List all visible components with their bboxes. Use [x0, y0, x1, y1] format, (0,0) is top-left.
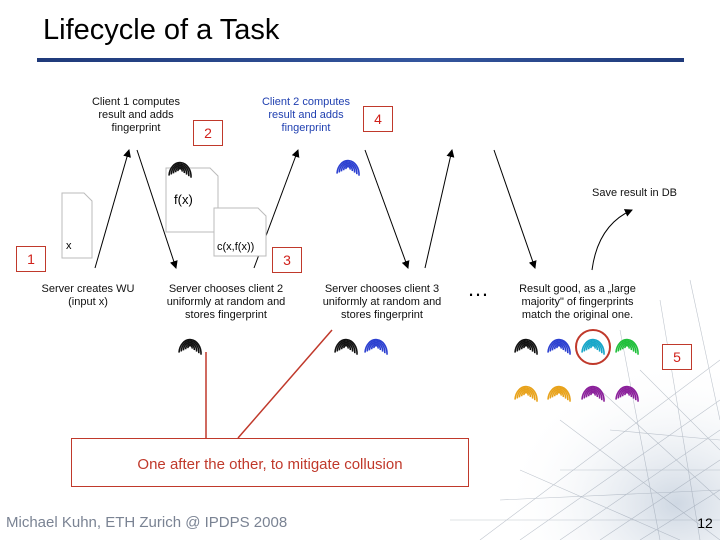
fingerprint-result-7-icon	[581, 385, 605, 402]
fingerprint-server-c3b-icon	[364, 338, 388, 355]
fx-label: f(x)	[174, 192, 193, 207]
callout-line-right	[237, 329, 333, 439]
highlight-circle	[575, 329, 611, 365]
title-underline	[37, 58, 684, 62]
server-client3-label: Server chooses client 3 uniformly at ran…	[322, 283, 442, 321]
document-cfx-icon	[213, 207, 267, 257]
step-2-badge: 2	[193, 120, 223, 146]
fingerprint-result-5-icon	[514, 385, 538, 402]
fingerprint-result-3-icon	[581, 338, 605, 355]
server-creates-label: Server creates WU (input x)	[41, 283, 135, 308]
fingerprint-result-8-icon	[615, 385, 639, 402]
server-client2-label: Server chooses client 2 uniformly at ran…	[166, 283, 286, 321]
ellipsis: …	[467, 276, 490, 301]
arrow-client1-to-server	[136, 149, 178, 269]
client1-label: Client 1 computes result and adds finger…	[91, 96, 181, 134]
result-good-label: Result good, as a „large majority" of fi…	[519, 283, 636, 321]
callout-text: One after the other, to mitigate collusi…	[137, 456, 403, 473]
page-number: 12	[697, 515, 713, 531]
arrow-client2-to-server	[364, 149, 410, 269]
document-fx-icon	[165, 167, 219, 233]
cfx-label: c(x,f(x))	[217, 241, 255, 253]
collusion-callout: One after the other, to mitigate collusi…	[71, 438, 469, 487]
document-x-icon	[61, 192, 93, 259]
page-title: Lifecycle of a Task	[43, 14, 280, 46]
client2-label: Client 2 computes result and adds finger…	[261, 96, 351, 134]
fingerprint-server-c3a-icon	[334, 338, 358, 355]
step-4-badge: 4	[363, 106, 393, 132]
fingerprint-client1-icon	[168, 161, 192, 178]
fingerprint-client2-icon	[336, 159, 360, 176]
fingerprint-result-1-icon	[514, 338, 538, 355]
arrow-save-db	[591, 209, 633, 271]
step-5-badge: 5	[662, 344, 692, 370]
footer-credit: Michael Kuhn, ETH Zurich @ IPDPS 2008	[6, 514, 288, 531]
arrow-server-to-client1	[94, 149, 131, 269]
fingerprint-result-6-icon	[547, 385, 571, 402]
x-label: x	[66, 240, 72, 252]
step-3-badge: 3	[272, 247, 302, 273]
step-1-badge: 1	[16, 246, 46, 272]
arrow-server-to-client3	[424, 149, 455, 269]
fingerprint-result-2-icon	[547, 338, 571, 355]
arrow-client3-to-server	[493, 149, 537, 269]
save-db-label: Save result in DB	[592, 187, 677, 199]
fingerprint-server-c2-icon	[178, 338, 202, 355]
fingerprint-result-4-icon	[615, 338, 639, 355]
